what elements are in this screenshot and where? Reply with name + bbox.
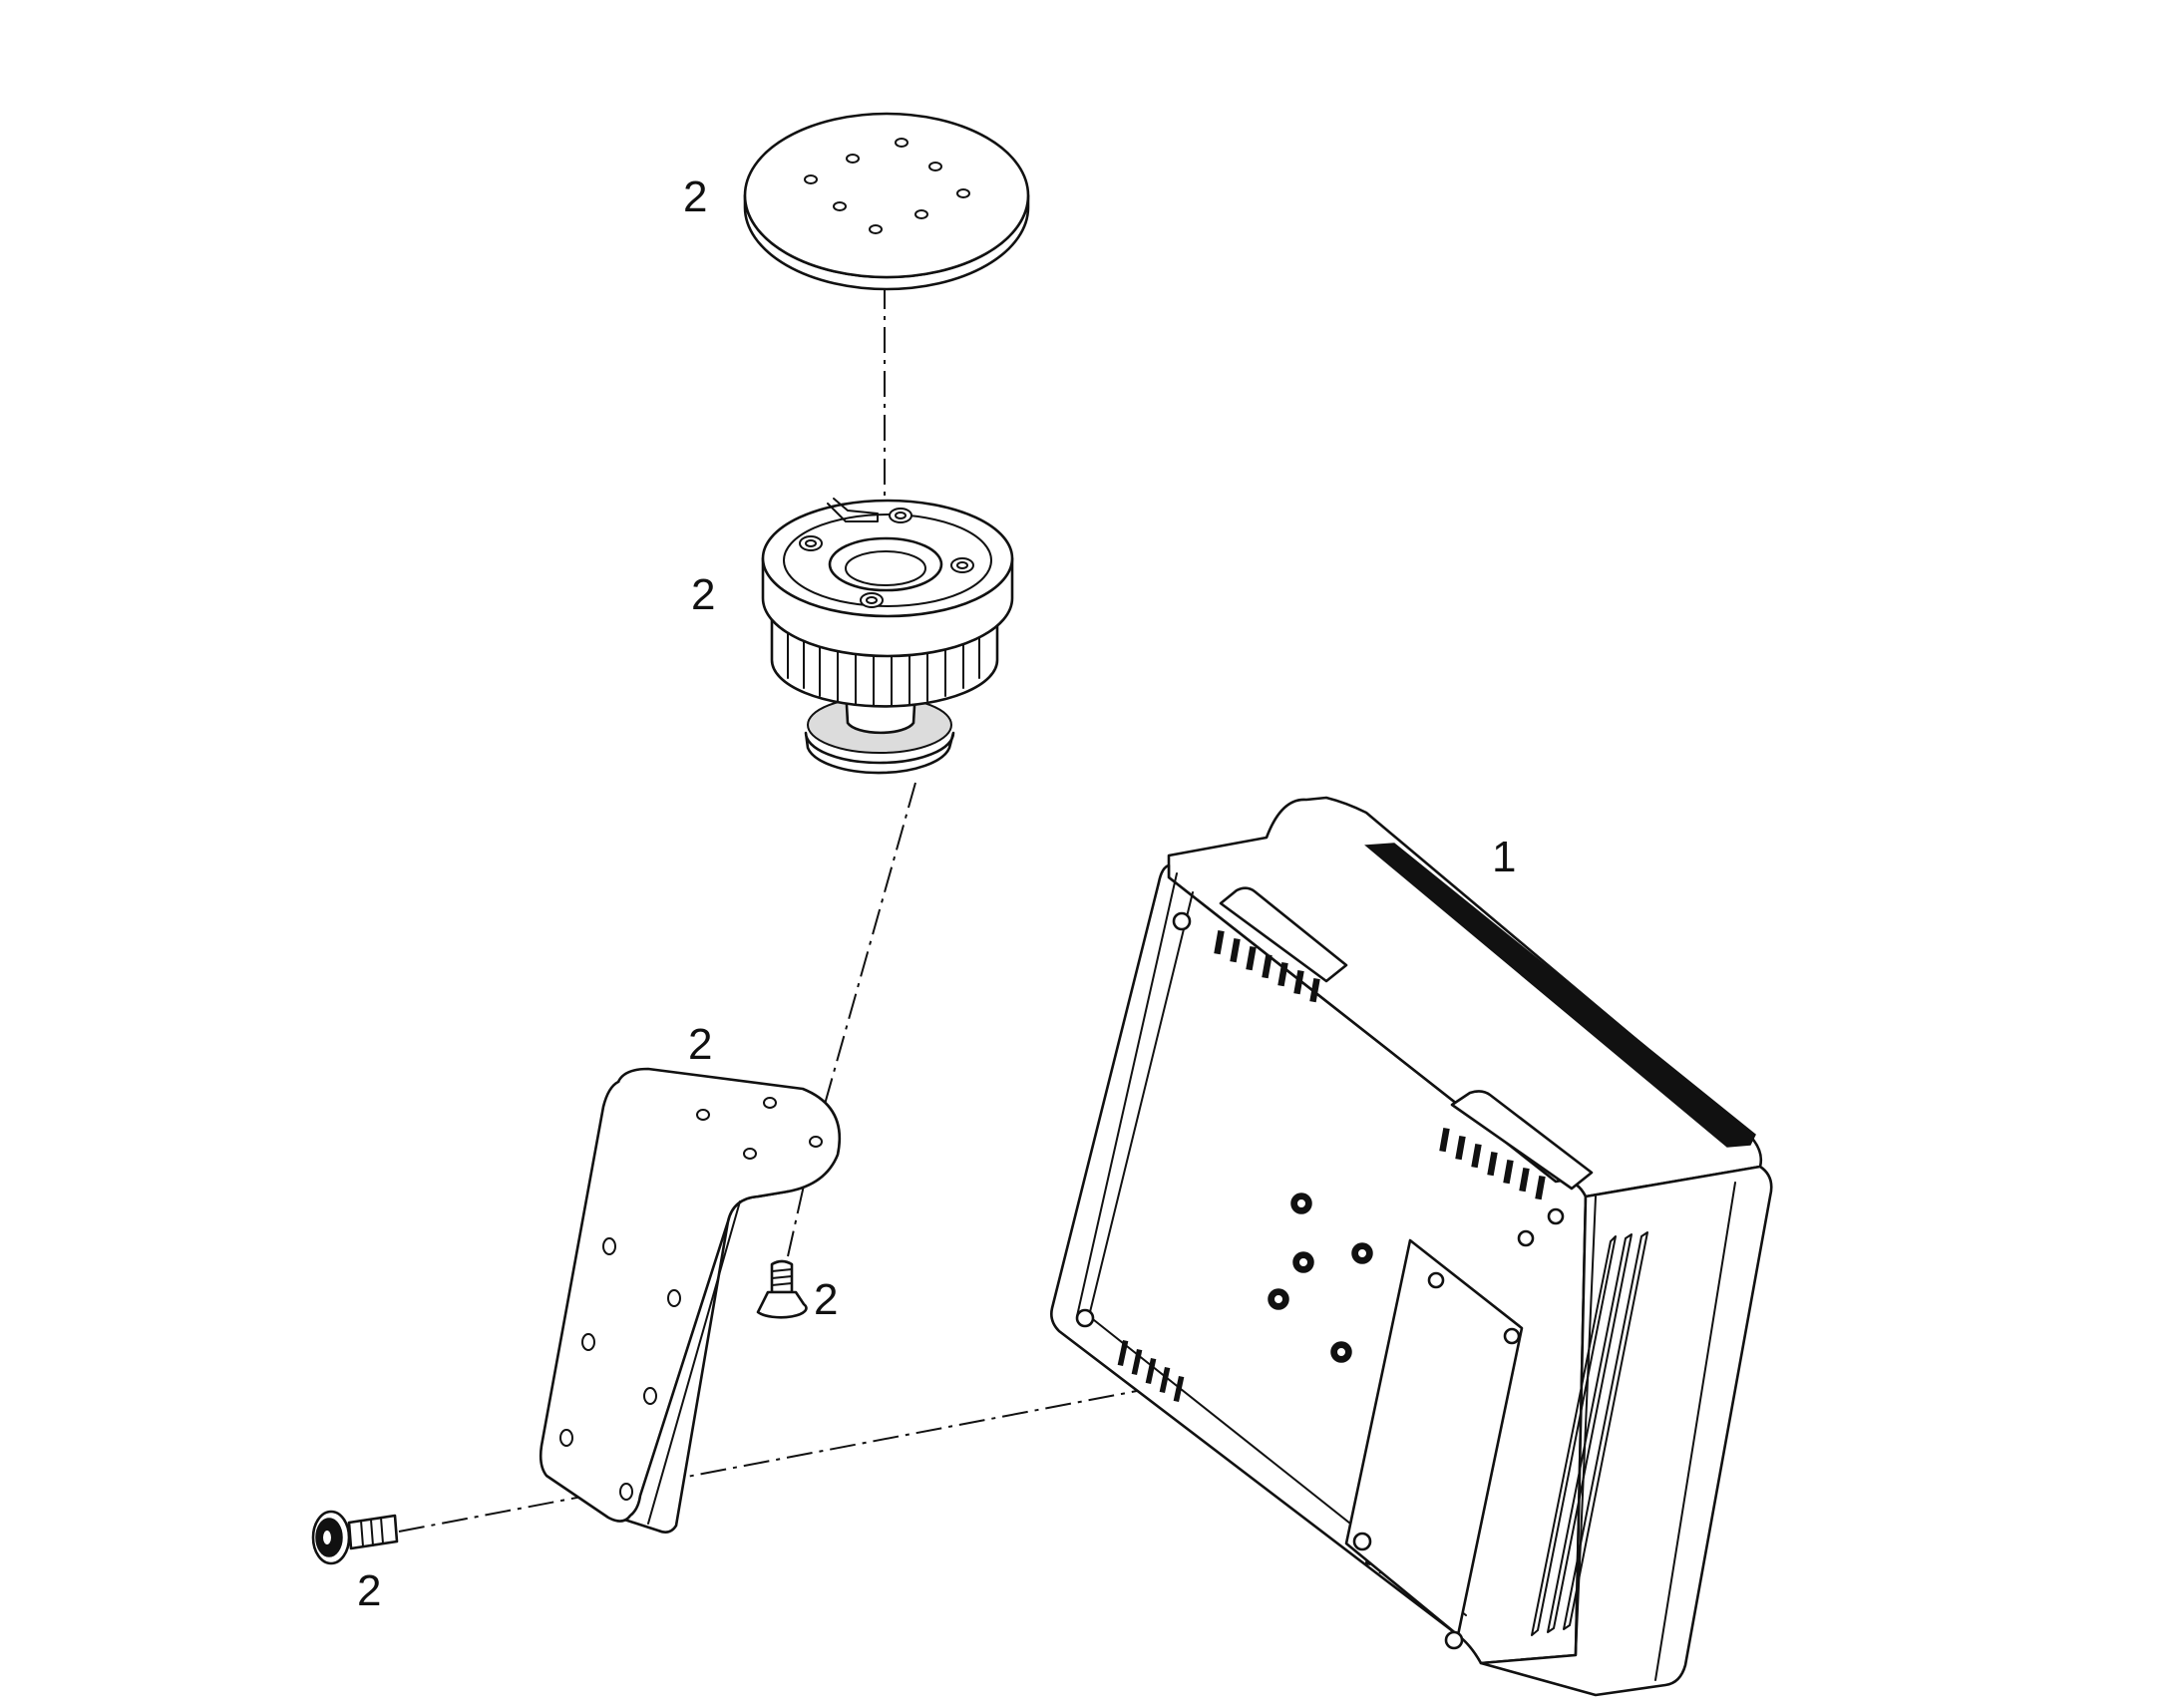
centerline-mount-to-bracket [812, 782, 916, 1148]
screw-countersunk-head [756, 1290, 808, 1319]
bracket-part [539, 1067, 842, 1534]
display-rear-housing-rail [1076, 872, 1178, 1317]
callout-ball-socket-mount: 2 [691, 570, 715, 619]
ball-socket-mount-part [761, 498, 1014, 775]
display-mount-holes [1268, 1193, 1373, 1363]
bracket-front-plate [539, 1080, 790, 1523]
mount-screw-holes [799, 508, 974, 608]
mount-center-bore-inner [845, 550, 926, 586]
callout-adhesive-pad: 2 [683, 172, 707, 221]
callout-labels: 2 2 2 2 2 1 [357, 172, 1516, 1615]
callout-bolt-with-washer: 2 [357, 1566, 381, 1615]
display-corner-screws [1075, 911, 1565, 1650]
mount-ring-inner [783, 513, 992, 607]
bolt-threads [360, 1517, 384, 1547]
display-upper-vents [1214, 886, 1594, 1200]
display-bezel-edge [1575, 1196, 1597, 1656]
flat-head-screw-part [756, 1259, 808, 1319]
display-unit-part [1050, 796, 1773, 1697]
display-top-strip [1364, 843, 1756, 1148]
display-side-vents [1531, 1231, 1648, 1636]
bracket-bend-line [647, 1200, 741, 1525]
callout-display-unit: 1 [1492, 833, 1516, 881]
screw-threads [771, 1268, 793, 1286]
adhesive-pad-face [743, 112, 1030, 279]
mount-ball-base [804, 731, 955, 775]
bracket-holes [559, 1097, 823, 1501]
mount-center-bore [828, 536, 943, 592]
display-right-side [1479, 1165, 1773, 1697]
adhesive-pad-holes [804, 138, 970, 234]
bolt-head-socket [321, 1529, 333, 1546]
callout-flat-head-screw: 2 [814, 1275, 838, 1324]
mount-slot [827, 498, 879, 522]
bolt-with-washer-part [311, 1510, 399, 1565]
callout-bracket: 2 [688, 1020, 712, 1069]
centerline-screw-to-bracket [787, 1176, 807, 1257]
display-right-side-edge [1654, 1182, 1736, 1681]
adhesive-pad-part [743, 112, 1030, 291]
